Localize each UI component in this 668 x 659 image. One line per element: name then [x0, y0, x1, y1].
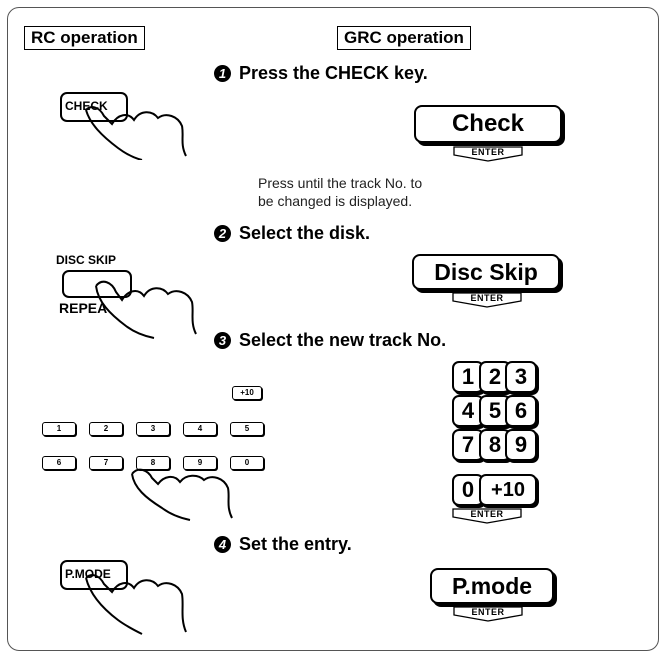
step-number: 4 — [214, 536, 231, 553]
step-number: 3 — [214, 332, 231, 349]
rc-key-2[interactable]: 2 — [89, 422, 123, 436]
enter-arrow-icon: ENTER — [452, 508, 522, 524]
rc-operation-header: RC operation — [24, 26, 145, 50]
rc-key-1[interactable]: 1 — [42, 422, 76, 436]
grc-key-3[interactable]: 3 — [505, 361, 537, 393]
note-line: be changed is displayed. — [258, 193, 413, 209]
rc-key-0[interactable]: 0 — [230, 456, 264, 470]
step-text: Press the CHECK key. — [239, 63, 428, 83]
rc-disc-skip-label: DISC SKIP — [56, 253, 117, 267]
grc-key-plus10[interactable]: +10 — [479, 474, 537, 506]
rc-key-8[interactable]: 8 — [136, 456, 170, 470]
enter-arrow-icon: ENTER — [453, 606, 523, 622]
grc-p-mode-button[interactable]: P.mode — [430, 568, 554, 604]
pointing-hand-icon — [131, 468, 233, 521]
enter-arrow-icon: ENTER — [453, 146, 523, 162]
step-2: 2 Select the disk. — [214, 223, 370, 244]
step-text: Set the entry. — [239, 534, 352, 554]
rc-key-plus10[interactable]: +10 — [232, 386, 262, 400]
grc-key-7[interactable]: 7 — [452, 429, 484, 461]
note-line: Press until the track No. to — [258, 175, 423, 191]
rc-key-9[interactable]: 9 — [183, 456, 217, 470]
grc-disc-skip-button[interactable]: Disc Skip — [412, 254, 560, 290]
page-frame — [7, 7, 659, 651]
pointing-hand-icon — [85, 574, 187, 635]
step-text: Select the disk. — [239, 223, 371, 243]
grc-key-4[interactable]: 4 — [452, 395, 484, 427]
step-4: 4 Set the entry. — [214, 534, 352, 555]
grc-key-6[interactable]: 6 — [505, 395, 537, 427]
grc-operation-header: GRC operation — [337, 26, 471, 50]
step-number: 2 — [214, 225, 231, 242]
step-number: 1 — [214, 65, 231, 82]
step-1-note: Press until the track No. to be changed … — [258, 174, 422, 210]
pointing-hand-icon — [95, 280, 197, 339]
rc-repeat-label: REPEA — [59, 300, 108, 316]
rc-key-7[interactable]: 7 — [89, 456, 123, 470]
step-3: 3 Select the new track No. — [214, 330, 446, 351]
step-text: Select the new track No. — [239, 330, 447, 350]
rc-key-6[interactable]: 6 — [42, 456, 76, 470]
rc-key-4[interactable]: 4 — [183, 422, 217, 436]
pointing-hand-icon — [85, 106, 187, 160]
rc-key-3[interactable]: 3 — [136, 422, 170, 436]
enter-arrow-icon: ENTER — [452, 292, 522, 308]
step-1: 1 Press the CHECK key. — [214, 63, 428, 84]
rc-key-5[interactable]: 5 — [230, 422, 264, 436]
rc-check-button[interactable]: CHECK — [60, 92, 128, 122]
grc-check-button[interactable]: Check — [414, 105, 562, 143]
grc-key-9[interactable]: 9 — [505, 429, 537, 461]
